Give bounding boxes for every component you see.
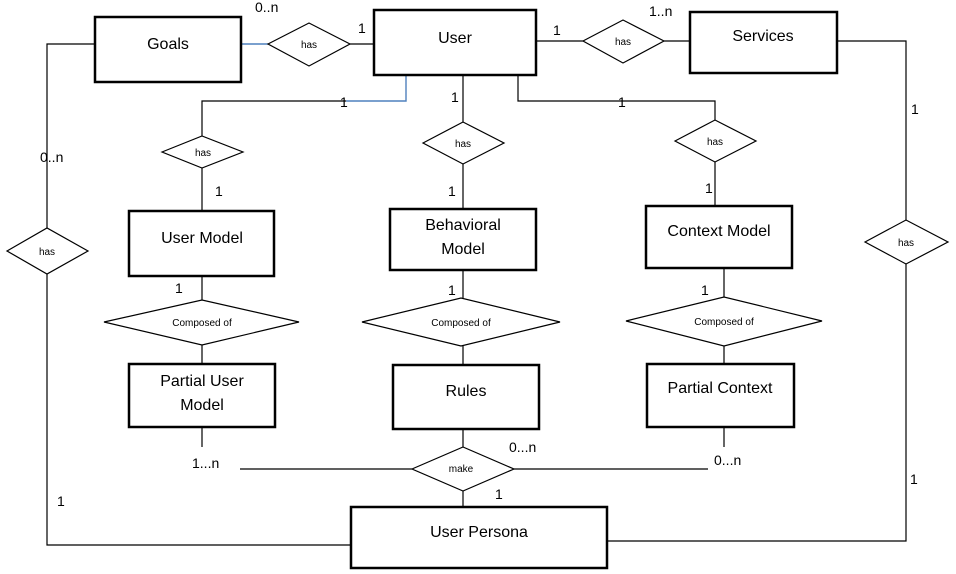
entity-user-model-label: User Model bbox=[161, 230, 243, 247]
edge-user-to-usermodel-has bbox=[201, 100, 346, 136]
relationship-behavioral-composed-label: Composed of bbox=[431, 318, 491, 329]
entity-user-persona[interactable]: User Persona bbox=[349, 505, 609, 570]
entity-user-box bbox=[372, 8, 538, 77]
card-goals-persona-persona-side: 1 bbox=[57, 493, 65, 509]
relationship-usermodel-composed-shape bbox=[103, 299, 300, 346]
entity-behavioral-model-label-line1: Behavioral bbox=[425, 217, 501, 234]
relationship-user-context-shape bbox=[673, 119, 758, 163]
entity-goals[interactable]: Goals bbox=[93, 15, 243, 84]
relationship-user-context[interactable]: has bbox=[673, 119, 758, 163]
entity-partial-user-model-box bbox=[127, 362, 277, 429]
entity-user-persona-label: User Persona bbox=[430, 524, 528, 541]
entity-services-box bbox=[688, 10, 839, 75]
edge-user-context-has bbox=[517, 75, 716, 120]
entity-partial-context[interactable]: Partial Context bbox=[645, 362, 796, 429]
entity-user[interactable]: User bbox=[372, 8, 538, 77]
relationship-context-composed-shape bbox=[625, 296, 823, 347]
entity-services-label: Services bbox=[732, 28, 793, 45]
relationship-user-behavioral[interactable]: has bbox=[421, 121, 506, 165]
card-context-composed-side: 1 bbox=[701, 282, 709, 298]
edge-services-has-persona-bottom bbox=[607, 264, 907, 542]
entity-goals-box bbox=[93, 15, 243, 84]
edge-services-has-persona-top bbox=[838, 40, 907, 220]
entity-context-model[interactable]: Context Model bbox=[644, 204, 794, 270]
card-services-user-services-side: 1..n bbox=[649, 3, 672, 19]
card-services-persona-persona-side: 1 bbox=[910, 471, 918, 487]
relationship-user-usermodel-label: has bbox=[195, 148, 211, 159]
relationship-user-services[interactable]: has bbox=[581, 19, 666, 64]
card-user-to-behavioral-user-side: 1 bbox=[451, 89, 459, 105]
entity-partial-context-box bbox=[645, 362, 796, 429]
entity-user-persona-box bbox=[349, 505, 609, 570]
relationship-make[interactable]: make bbox=[410, 446, 516, 492]
connector-lines bbox=[46, 40, 907, 546]
relationship-user-usermodel-shape bbox=[160, 135, 245, 169]
relationship-services-persona-label: has bbox=[898, 238, 914, 249]
edge-goals-has-persona-top bbox=[46, 43, 95, 228]
entity-user-model[interactable]: User Model bbox=[127, 209, 276, 278]
entity-behavioral-model[interactable]: Behavioral Model bbox=[388, 207, 538, 272]
relationship-user-goals-label: has bbox=[301, 40, 317, 51]
card-partialusermodel-make: 1...n bbox=[192, 455, 219, 471]
relationship-goals-persona[interactable]: has bbox=[5, 227, 90, 275]
relationship-user-goals-shape bbox=[266, 22, 352, 67]
cardinality-labels: 0..n 1 1 1..n 1 1 1 1 1 1 0..n 1 1 1 1 1… bbox=[40, 0, 919, 509]
relationship-usermodel-composed-label: Composed of bbox=[172, 318, 232, 329]
card-behavioral-side: 1 bbox=[448, 183, 456, 199]
card-usermodel-composed-side: 1 bbox=[175, 280, 183, 296]
edge-goals-has-persona-bottom bbox=[46, 274, 351, 546]
relationship-context-composed[interactable]: Composed of bbox=[625, 296, 823, 347]
relationship-behavioral-composed-shape bbox=[361, 297, 561, 347]
relationship-user-behavioral-shape bbox=[421, 121, 506, 165]
entity-partial-context-label: Partial Context bbox=[668, 380, 773, 397]
card-partialcontext-make: 0...n bbox=[714, 452, 741, 468]
entity-partial-user-model-label-line2: Model bbox=[180, 397, 224, 414]
card-context-side: 1 bbox=[705, 180, 713, 196]
card-behavioral-composed-side: 1 bbox=[448, 282, 456, 298]
relationship-goals-persona-label: has bbox=[39, 247, 55, 258]
entity-goals-label: Goals bbox=[147, 36, 189, 53]
entity-partial-user-model[interactable]: Partial User Model bbox=[127, 362, 277, 429]
card-goals-user-goals-side: 0..n bbox=[255, 0, 278, 15]
relationship-services-persona[interactable]: has bbox=[863, 219, 950, 265]
relationship-context-composed-label: Composed of bbox=[694, 317, 754, 328]
entity-rules-label: Rules bbox=[446, 383, 487, 400]
card-usermodel-side: 1 bbox=[215, 183, 223, 199]
relationship-services-persona-shape bbox=[863, 219, 950, 265]
relationship-make-label: make bbox=[449, 464, 474, 475]
entity-behavioral-model-box bbox=[388, 207, 538, 272]
entity-rules-box bbox=[391, 363, 541, 431]
relationship-behavioral-composed[interactable]: Composed of bbox=[361, 297, 561, 347]
relationship-user-behavioral-label: has bbox=[455, 139, 471, 150]
relationship-user-usermodel[interactable]: has bbox=[160, 135, 245, 169]
relationship-user-context-label: has bbox=[707, 137, 723, 148]
edge-user-corner bbox=[346, 75, 407, 102]
entity-user-model-box bbox=[127, 209, 276, 278]
card-goals-persona-goals-side: 0..n bbox=[40, 149, 63, 165]
relationship-user-services-label: has bbox=[615, 37, 631, 48]
card-user-to-context-user-side: 1 bbox=[618, 94, 626, 110]
entity-partial-user-model-label-line1: Partial User bbox=[160, 373, 244, 390]
entity-rules[interactable]: Rules bbox=[391, 363, 541, 431]
entity-services[interactable]: Services bbox=[688, 10, 839, 75]
relationship-user-services-shape bbox=[581, 19, 666, 64]
card-rules-make: 0...n bbox=[509, 439, 536, 455]
relationship-user-goals[interactable]: has bbox=[266, 22, 352, 67]
entity-context-model-box bbox=[644, 204, 794, 270]
card-persona-make: 1 bbox=[495, 486, 503, 502]
relationship-goals-persona-shape bbox=[5, 227, 90, 275]
card-services-user-user-side: 1 bbox=[553, 22, 561, 38]
card-goals-user-user-side: 1 bbox=[358, 20, 366, 36]
entity-context-model-label: Context Model bbox=[667, 223, 770, 240]
card-user-to-usermodel-user-side: 1 bbox=[340, 94, 348, 110]
card-services-persona-services-side: 1 bbox=[911, 101, 919, 117]
relationship-make-shape bbox=[410, 446, 516, 492]
relationship-usermodel-composed[interactable]: Composed of bbox=[103, 299, 300, 346]
entity-behavioral-model-label-line2: Model bbox=[441, 241, 485, 258]
entity-user-label: User bbox=[438, 30, 472, 47]
